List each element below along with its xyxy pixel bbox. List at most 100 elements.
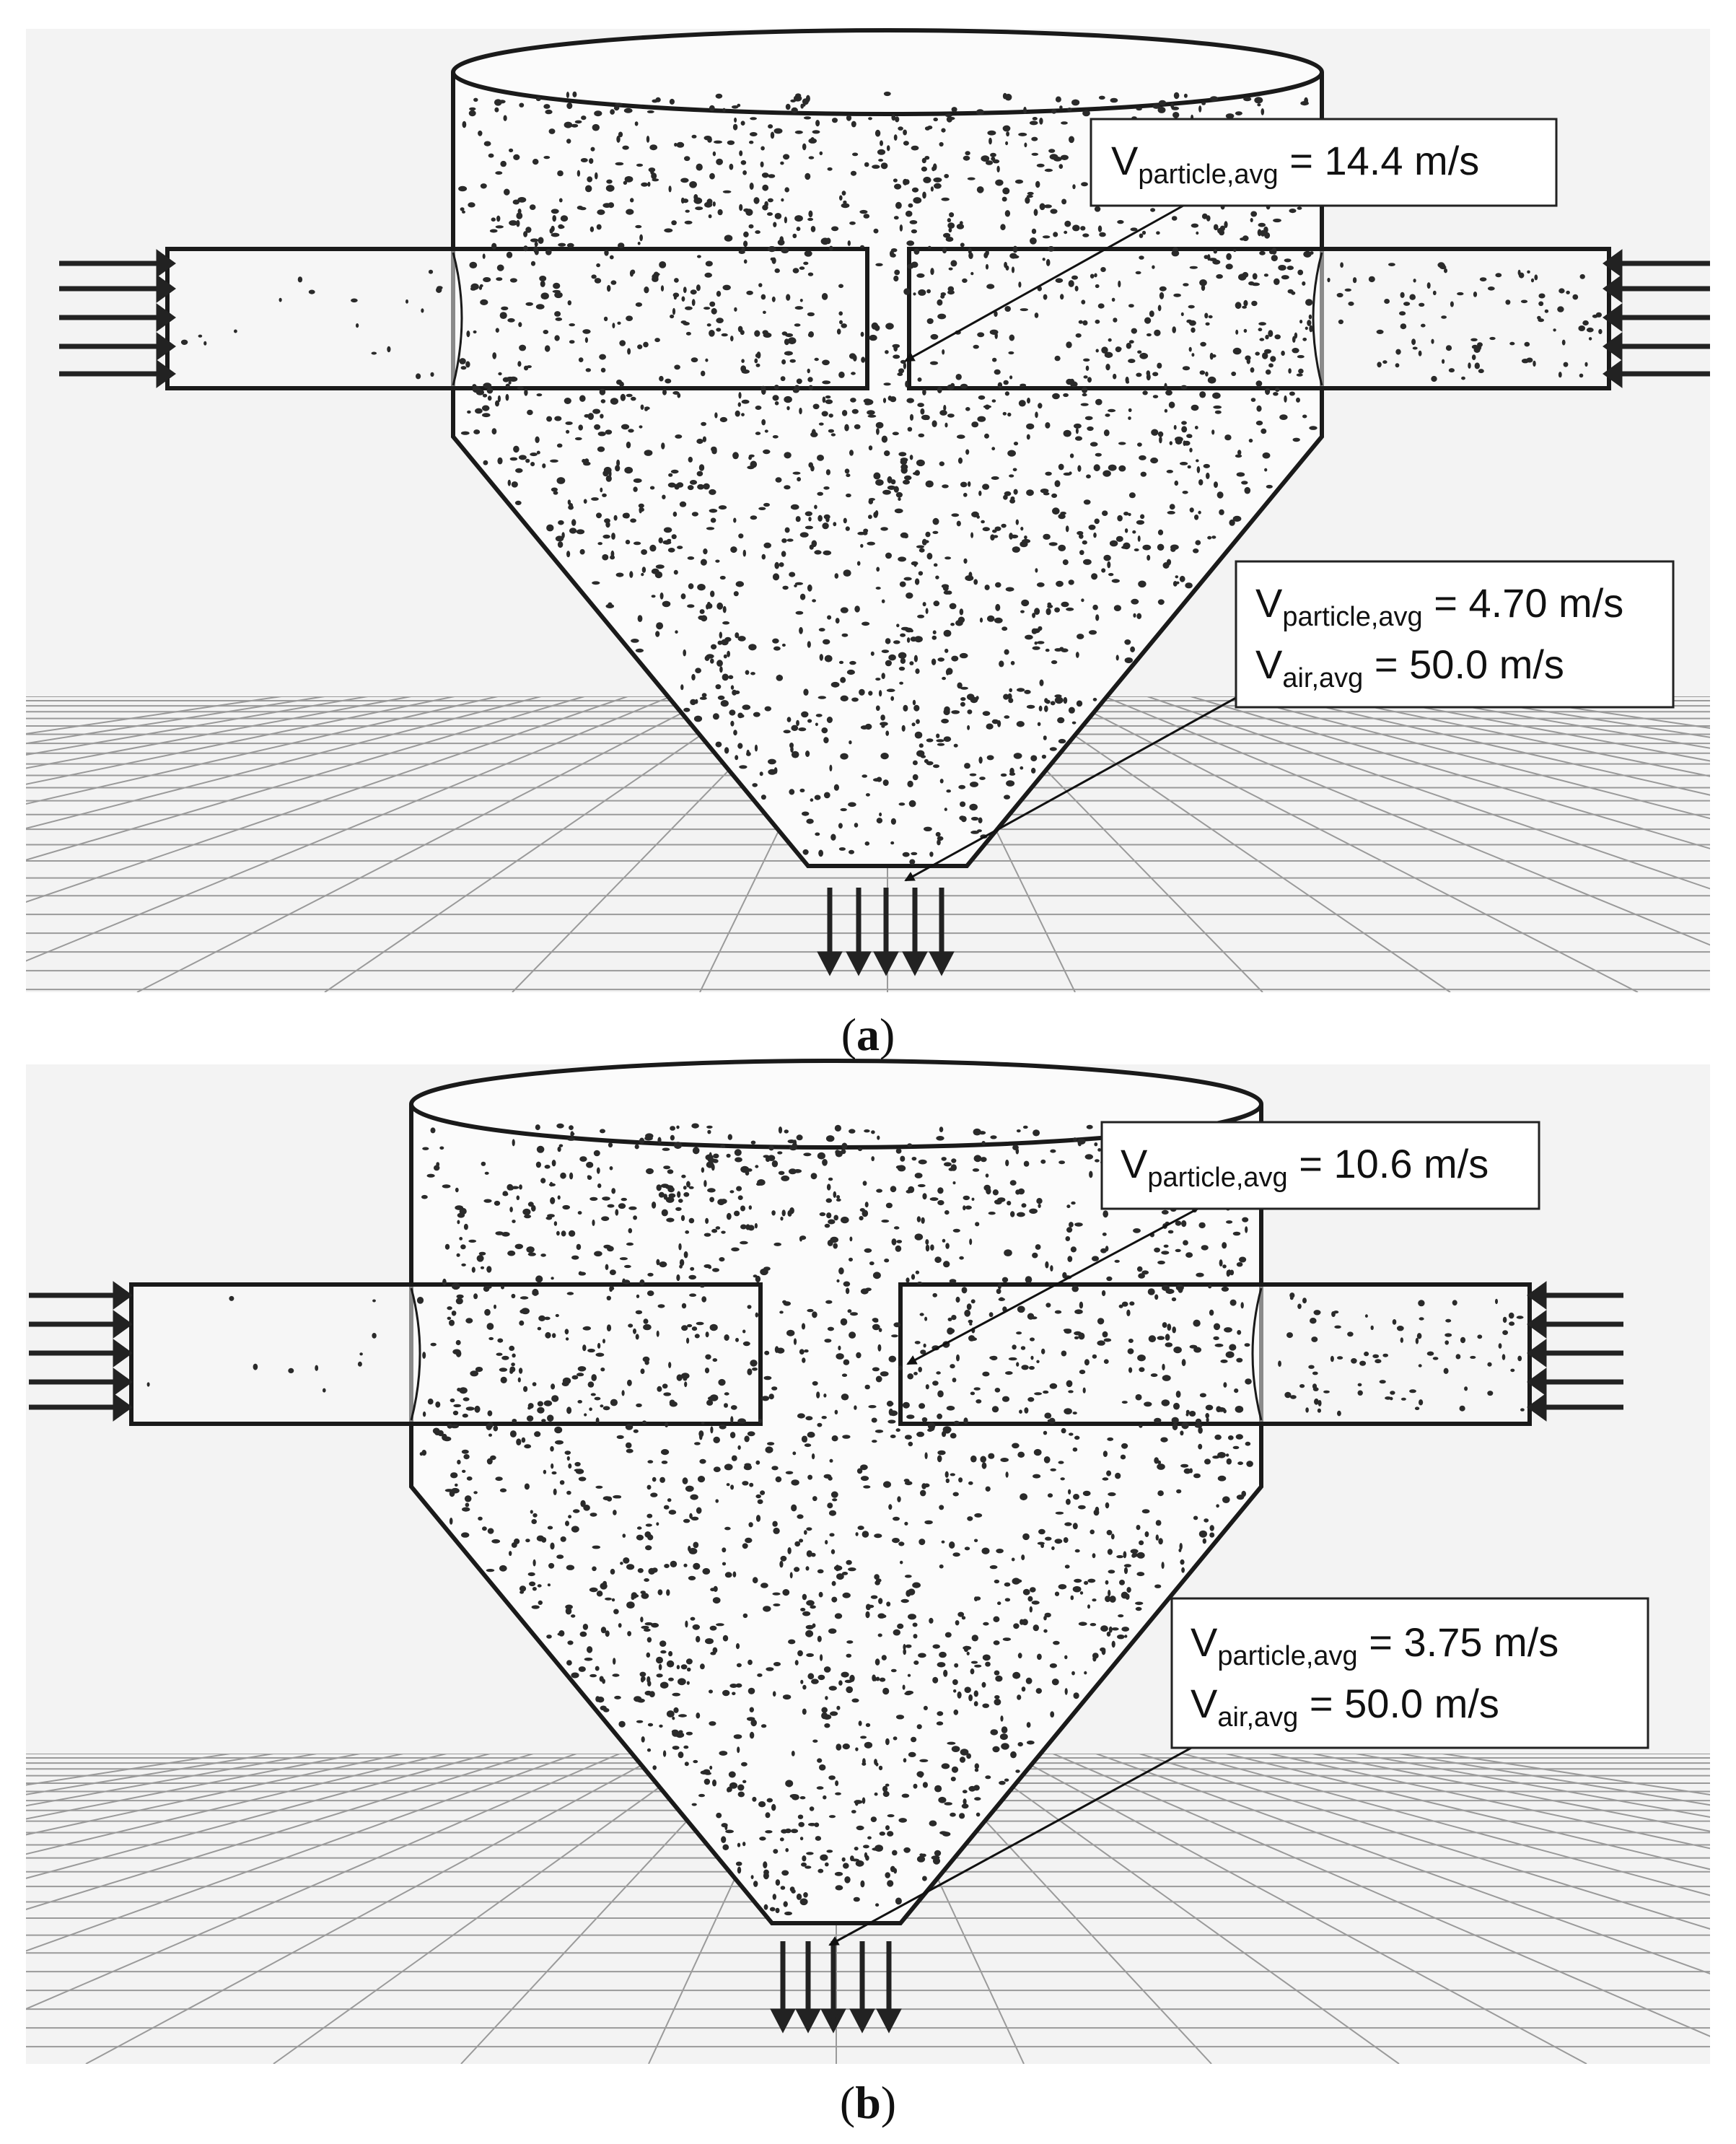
particle [456,1253,460,1257]
particle [1043,294,1048,300]
particle [787,337,797,345]
particle [1048,542,1058,546]
grid-line [1355,1754,1710,1818]
particle [556,477,566,484]
particle [779,1837,784,1842]
particle [712,151,716,157]
particle [511,1186,520,1189]
particle [600,1129,605,1134]
grid-line [26,696,542,829]
particle [850,1312,858,1316]
particle [761,1396,770,1401]
particle [841,203,850,209]
particle [841,1373,848,1377]
particle [1024,142,1027,148]
particle [656,1259,660,1266]
particle [1040,1159,1046,1164]
particle [922,388,926,395]
particle [902,1401,910,1409]
particle [768,174,776,178]
particle [1044,1412,1052,1419]
particle [1524,341,1530,347]
particle [865,793,870,797]
particle [831,1596,838,1603]
particle [744,1435,750,1443]
particle [755,406,762,410]
particle [839,195,843,201]
particle [872,1272,881,1279]
particle [877,1135,880,1140]
particle [641,182,648,187]
particle [994,1579,1000,1584]
particle [992,719,996,723]
particle [496,264,504,271]
particle [903,129,907,136]
particle [854,424,861,429]
particle [1072,1523,1078,1530]
panel-b-wall-curve-right [1251,1287,1263,1421]
particle [734,307,737,312]
panel-a-left-inlet-flow-arrows [59,249,176,388]
particle [877,1344,882,1352]
particle [893,178,898,183]
particle [843,1281,851,1287]
particle [1097,303,1105,309]
particle [836,328,841,335]
particle [615,465,621,472]
particle [712,1268,719,1272]
particle [504,188,510,196]
particle [1224,434,1232,441]
particle [800,1608,806,1611]
particle [851,1698,859,1703]
particle [600,1404,604,1408]
particle [765,1446,773,1453]
particle [1031,152,1039,156]
particle [580,1500,586,1508]
particle [913,197,922,204]
particle [643,341,649,348]
particle [925,608,929,614]
particle [985,250,989,256]
particle [752,1368,758,1371]
particle [1066,1227,1073,1233]
particle [546,1635,552,1639]
particle [1172,1423,1178,1430]
particle [805,1629,814,1637]
particle [501,306,509,310]
particle [1273,278,1280,285]
particle [1035,1688,1043,1694]
particle [640,1368,645,1374]
particle [886,1601,891,1607]
particle [747,1431,755,1437]
particle [1061,1427,1066,1434]
grid-line [965,1754,1400,2064]
particle [556,1230,560,1236]
particle [996,1549,1004,1554]
particle [857,1526,864,1531]
particle [524,1444,532,1449]
particle [880,1371,889,1377]
particle [1134,548,1139,551]
particle [713,1585,718,1592]
particle [716,158,723,165]
particle [793,1169,802,1173]
particle [1002,411,1007,416]
particle [984,433,989,439]
particle [146,1382,150,1387]
particle [1193,1515,1198,1521]
particle [1477,342,1483,347]
particle [791,1889,796,1894]
particle [482,1526,487,1531]
particle [1061,648,1069,652]
grid-line [1103,696,1710,946]
particle [1092,1553,1096,1559]
particle [657,1137,662,1144]
particle [584,1658,593,1661]
particle [1214,1434,1222,1440]
particle [1222,1242,1227,1249]
particle [665,378,672,384]
particle [591,274,597,279]
particle [1263,349,1272,354]
particle [701,370,706,377]
